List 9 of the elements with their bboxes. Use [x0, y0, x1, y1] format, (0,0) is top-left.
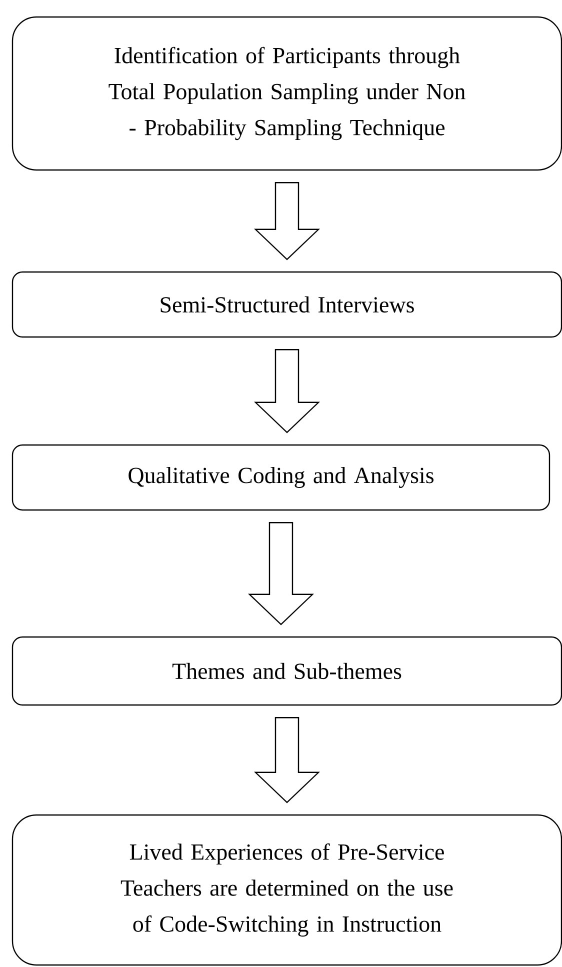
block-arrow: [248, 522, 314, 626]
process-box: Qualitative Coding and Analysis: [12, 444, 550, 511]
process-box: Semi-Structured Interviews: [12, 271, 562, 338]
block-arrow: [254, 349, 320, 434]
process-box: Identification of Participants through Total Population Sampling under Non - Probability Sampling Technique: [12, 16, 562, 171]
process-box: Lived Experiences of Pre-Service Teachers are determined on the use of Code-Switching in Instruction: [12, 814, 562, 966]
block-arrow: [254, 182, 320, 260]
process-box: Themes and Sub-themes: [12, 636, 562, 706]
block-arrow: [254, 717, 320, 804]
